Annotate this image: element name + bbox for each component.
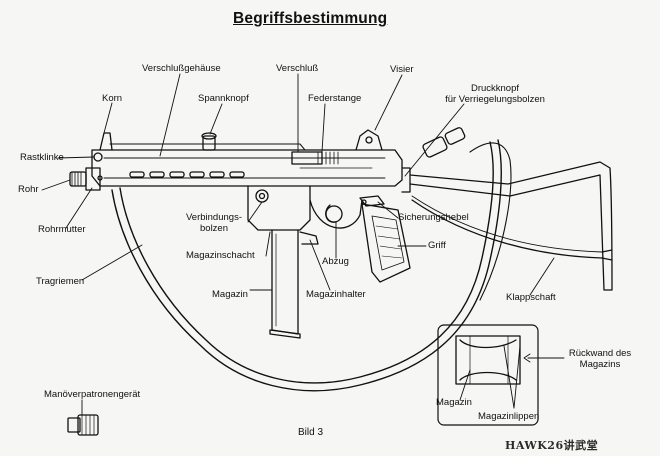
magazine (269, 229, 301, 339)
folding-stock (401, 161, 613, 291)
label-verbindungsbolzen-line1: Verbindungs- (186, 212, 242, 223)
label-rueckwand-line2: Magazins (579, 359, 621, 370)
blank-firing-adaptor (67, 414, 99, 436)
barrel-assembly (69, 152, 103, 191)
label-magazinlippen: Magazinlippen (478, 411, 540, 422)
label-tragriemen: Tragriemen (36, 276, 85, 287)
page-title: Begriffsbestimmung (233, 10, 388, 27)
label-korn: Korn (102, 93, 123, 104)
label-verbindungsbolzen-line2: bolzen (200, 223, 228, 234)
label-rohrmutter: Rohrmutter (38, 224, 86, 235)
label-druckknopf-line1: Druckknopf (470, 83, 520, 94)
label-visier: Visier (390, 64, 414, 75)
label-rueckwand-line1: Rückwand des (568, 348, 632, 359)
label-sicherungshebel: Sicherungshebel (398, 212, 469, 223)
label-federstange: Federstange (308, 93, 362, 104)
magazine-detail-view (437, 324, 539, 426)
figure-caption: Bild 3 (298, 427, 324, 438)
rear-sight (355, 129, 383, 151)
label-verschluss: Verschluß (276, 63, 319, 74)
label-manoeverpatronengeraet: Manöverpatronengerät (44, 389, 141, 400)
watermark: HAWK26讲武堂 (505, 439, 599, 452)
label-druckknopf: Druckknopf für Verriegelungsbolzen (440, 83, 550, 105)
label-rueckwand: Rückwand des Magazins (558, 348, 642, 370)
cocking-handle (201, 132, 217, 151)
lower-frame (247, 185, 411, 283)
front-sight (99, 132, 113, 151)
sling (111, 127, 512, 392)
label-rohr: Rohr (18, 184, 39, 195)
leader-lines (41, 73, 565, 416)
label-griff: Griff (428, 240, 446, 251)
label-druckknopf-line2: für Verriegelungsbolzen (445, 94, 545, 105)
label-magazinhalter: Magazinhalter (306, 289, 366, 300)
label-magazin: Magazin (212, 289, 248, 300)
label-abzug: Abzug (322, 256, 349, 267)
receiver (91, 143, 403, 187)
label-magazin-detail: Magazin (436, 397, 472, 408)
label-magazinschacht: Magazinschacht (186, 250, 255, 261)
label-verbindungsbolzen: Verbindungs- bolzen (176, 212, 252, 234)
label-verschlussgehaeuse: Verschlußgehäuse (142, 63, 221, 74)
label-rastklinke: Rastklinke (20, 152, 64, 163)
label-spannknopf: Spannknopf (198, 93, 249, 104)
label-klappschaft: Klappschaft (506, 292, 556, 303)
